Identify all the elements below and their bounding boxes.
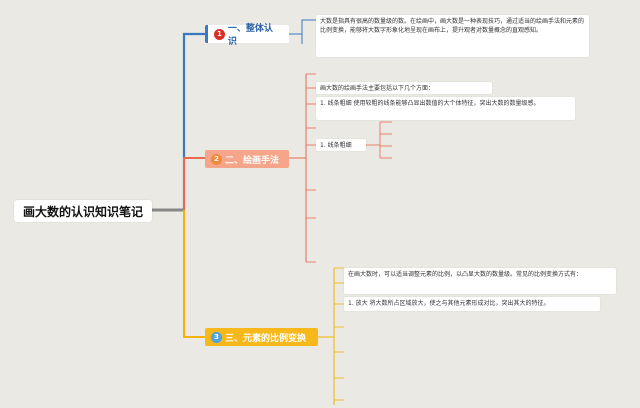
note-scale-intro[interactable]: 在画大数时，可以适当调整元素的比例，以凸显大数的数量级。常见的比例变换方式有： [344,268,616,294]
note-overview[interactable]: 大数是指具有很高的数量级的数。在绘画中，画大数是一种表现技巧，通过适当的绘画手法… [316,15,589,57]
branch-label: 一、整体认识 [227,24,273,47]
number-badge-icon: 2 [211,153,222,165]
note-technique-item1[interactable]: 1. 线条粗细 使用较粗的线条能够凸显出数值的大个体特征，突出大数的数量级感。 [316,97,575,120]
branch-label: 三、元素的比例变换 [225,333,307,344]
number-badge-icon: 1 [214,28,225,40]
note-line-label[interactable]: 1. 线条粗细 [316,139,366,151]
branch1-connector [182,32,205,210]
number-badge-icon: 3 [211,331,222,343]
note-scale-item1[interactable]: 1. 放大 将大数所占区域放大，使之与其他元素形成对比，突出其大的特征。 [344,297,600,311]
branch-scale[interactable]: 3 三、元素的比例变换 [205,328,318,346]
note-technique-intro[interactable]: 画大数的绘画手法主要包括以下几个方面： [316,82,492,94]
root-topic[interactable]: 画大数的认识知识笔记 [14,200,152,222]
branch3-connector [183,210,205,338]
branch-technique[interactable]: 2 二、绘画手法 [205,150,289,168]
branch-label: 二、绘画手法 [225,155,280,166]
branch-overview[interactable]: 1 一、整体认识 [205,24,289,47]
branch2-connector [183,157,205,210]
